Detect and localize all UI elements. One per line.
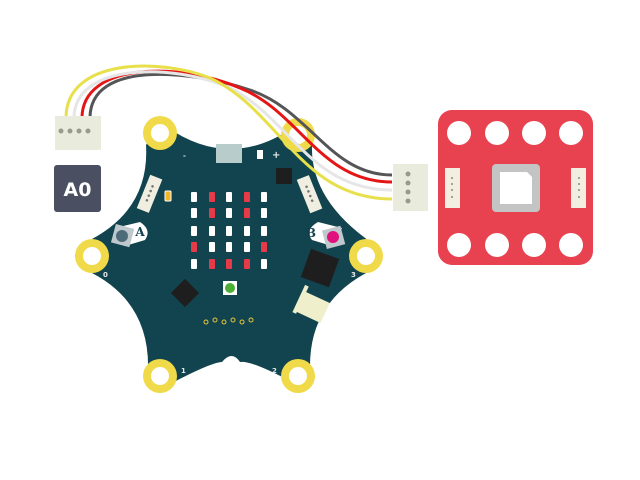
pin-minus-label: - [183, 152, 186, 160]
calliope-board: - + 0 3 1 2 A B [75, 116, 383, 393]
speaker-connector [292, 284, 330, 323]
led-1-2 [226, 208, 232, 218]
usb-connector [216, 144, 242, 163]
pad-0[interactable] [75, 239, 109, 273]
chip-large [300, 248, 340, 288]
button-a-cap[interactable] [116, 230, 128, 242]
pad-2[interactable] [281, 359, 315, 393]
pin-plus-label: + [272, 150, 280, 161]
pad-3[interactable] [349, 239, 383, 273]
button-b[interactable]: B [306, 222, 346, 249]
led-3-1 [209, 242, 215, 252]
button-b-label: B [306, 226, 316, 240]
cable-connector-left [55, 116, 101, 150]
led-0-2 [226, 192, 232, 202]
power-led [257, 150, 263, 159]
led-1-4 [261, 208, 267, 218]
led-2-2 [226, 226, 232, 236]
led-0-0 [191, 192, 197, 202]
led-matrix [191, 192, 267, 269]
pin-2-label: 2 [272, 367, 277, 375]
led-1-0 [191, 208, 197, 218]
led-0-1 [209, 192, 215, 202]
led-4-3 [244, 259, 250, 269]
led-1-1 [209, 208, 215, 218]
header-holes [203, 317, 254, 325]
cable-connector-right [393, 164, 428, 211]
pad-1[interactable] [143, 359, 177, 393]
button-b-cap[interactable] [327, 231, 339, 243]
module-connector-right [571, 168, 586, 208]
orange-led [164, 190, 172, 202]
led-2-3 [244, 226, 250, 236]
led-3-2 [226, 242, 232, 252]
led-4-0 [191, 259, 197, 269]
led-4-1 [209, 259, 215, 269]
sensor-module[interactable] [438, 110, 593, 265]
led-2-0 [191, 226, 197, 236]
button-a[interactable]: A [110, 222, 148, 248]
led-0-4 [261, 192, 267, 202]
led-3-4 [261, 242, 267, 252]
led-2-4 [261, 226, 267, 236]
pad-top-left[interactable] [143, 116, 177, 150]
pin-indicator-label: A0 [64, 179, 92, 201]
led-3-3 [244, 242, 250, 252]
rgb-led [225, 283, 235, 293]
pin-1-label: 1 [181, 367, 186, 375]
chip-small [276, 168, 292, 184]
led-1-3 [244, 208, 250, 218]
grove-cable [64, 64, 393, 201]
pin-indicator-a0: A0 [54, 165, 101, 212]
module-connector-left [445, 168, 460, 208]
pin-0-label: 0 [103, 271, 108, 279]
led-4-2 [226, 259, 232, 269]
grove-connector-left [136, 174, 163, 213]
button-a-label: A [134, 225, 145, 239]
led-2-1 [209, 226, 215, 236]
led-0-3 [244, 192, 250, 202]
led-4-4 [261, 259, 267, 269]
grove-connector-right [296, 175, 323, 214]
led-3-0 [191, 242, 197, 252]
pin-3-label: 3 [351, 271, 356, 279]
